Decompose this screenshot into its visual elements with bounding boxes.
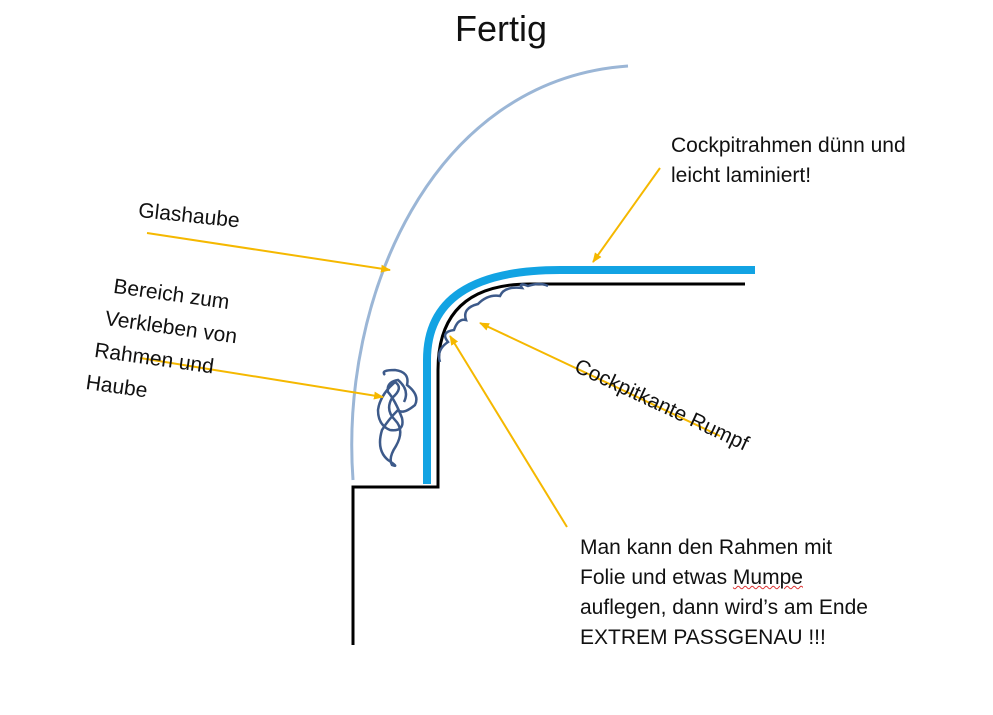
cockpit-frame-line <box>423 266 755 484</box>
label-text: Folie und etwas <box>580 566 733 589</box>
label-man-kann-line: Folie und etwas Mumpe <box>580 563 868 593</box>
label-cockpitrahmen-line: Cockpitrahmen dünn und <box>671 134 906 157</box>
arrow-man-kann <box>449 335 568 528</box>
glue-scribble <box>376 368 418 468</box>
diagram-title: Fertig <box>455 8 548 49</box>
label-man-kann-line: EXTREM PASSGENAU !!! <box>580 626 826 649</box>
arrow-cockpitrahmen <box>592 167 661 263</box>
arrow-glashaube <box>146 232 391 273</box>
glue-squiggle-edge <box>437 282 549 363</box>
arrow-cockpitkante <box>479 322 721 437</box>
spellcheck-word: Mumpe <box>732 566 803 589</box>
label-bereich: Bereich zum Verkleben von Rahmen und Hau… <box>84 270 244 419</box>
label-man-kann-line: Man kann den Rahmen mit <box>580 536 833 559</box>
label-man-kann: Man kann den Rahmen mit Folie und etwas … <box>580 533 868 653</box>
hull-edge-line <box>351 282 745 645</box>
arrow-bereich <box>139 357 384 400</box>
canopy-line <box>350 64 629 481</box>
label-cockpitrahmen-line: leicht laminiert! <box>671 164 812 187</box>
label-man-kann-line: auflegen, dann wird’s am Ende <box>580 596 868 619</box>
label-cockpitrahmen: Cockpitrahmen dünn und leicht laminiert! <box>671 131 906 191</box>
